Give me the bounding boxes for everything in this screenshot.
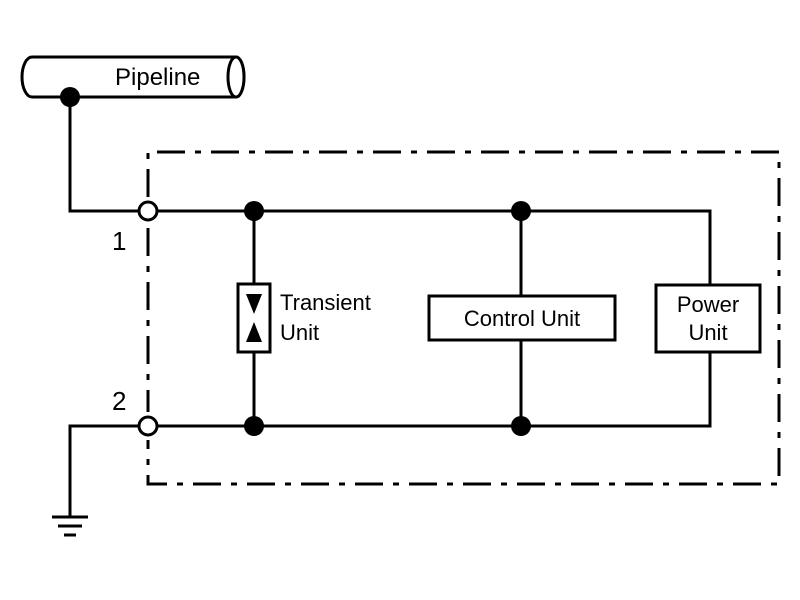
pipeline-label: Pipeline: [115, 64, 200, 91]
terminal-2-label: 2: [112, 386, 126, 416]
transient-arrow-down-icon: [246, 294, 262, 314]
junction-top-control: [511, 201, 531, 221]
top-bus: [157, 209, 712, 285]
enclosure-boundary: [146, 150, 781, 486]
bottom-bus: [157, 352, 712, 428]
pipeline: Pipeline: [20, 55, 246, 99]
junction-top-transient: [244, 201, 264, 221]
transient-unit-label-line2: Unit: [280, 320, 319, 345]
junction-bottom-control: [511, 416, 531, 436]
terminal-1: [137, 200, 159, 222]
junction-bottom-transient: [244, 416, 264, 436]
transient-unit-label-line1: Transient: [280, 290, 371, 315]
power-unit-box: [654, 283, 762, 354]
ground-icon: [52, 515, 88, 537]
power-unit-label-line1: Power: [677, 292, 739, 317]
power-unit-label-line2: Unit: [688, 320, 727, 345]
transient-arrow-up-icon: [246, 322, 262, 342]
terminal-1-label: 1: [112, 226, 126, 256]
ground-wire: [68, 424, 140, 517]
pipeline-wire: [68, 97, 140, 213]
terminal-2: [137, 415, 159, 437]
control-unit-label: Control Unit: [464, 306, 580, 331]
control-unit-box: [427, 294, 617, 342]
pipeline-node: [60, 87, 80, 107]
